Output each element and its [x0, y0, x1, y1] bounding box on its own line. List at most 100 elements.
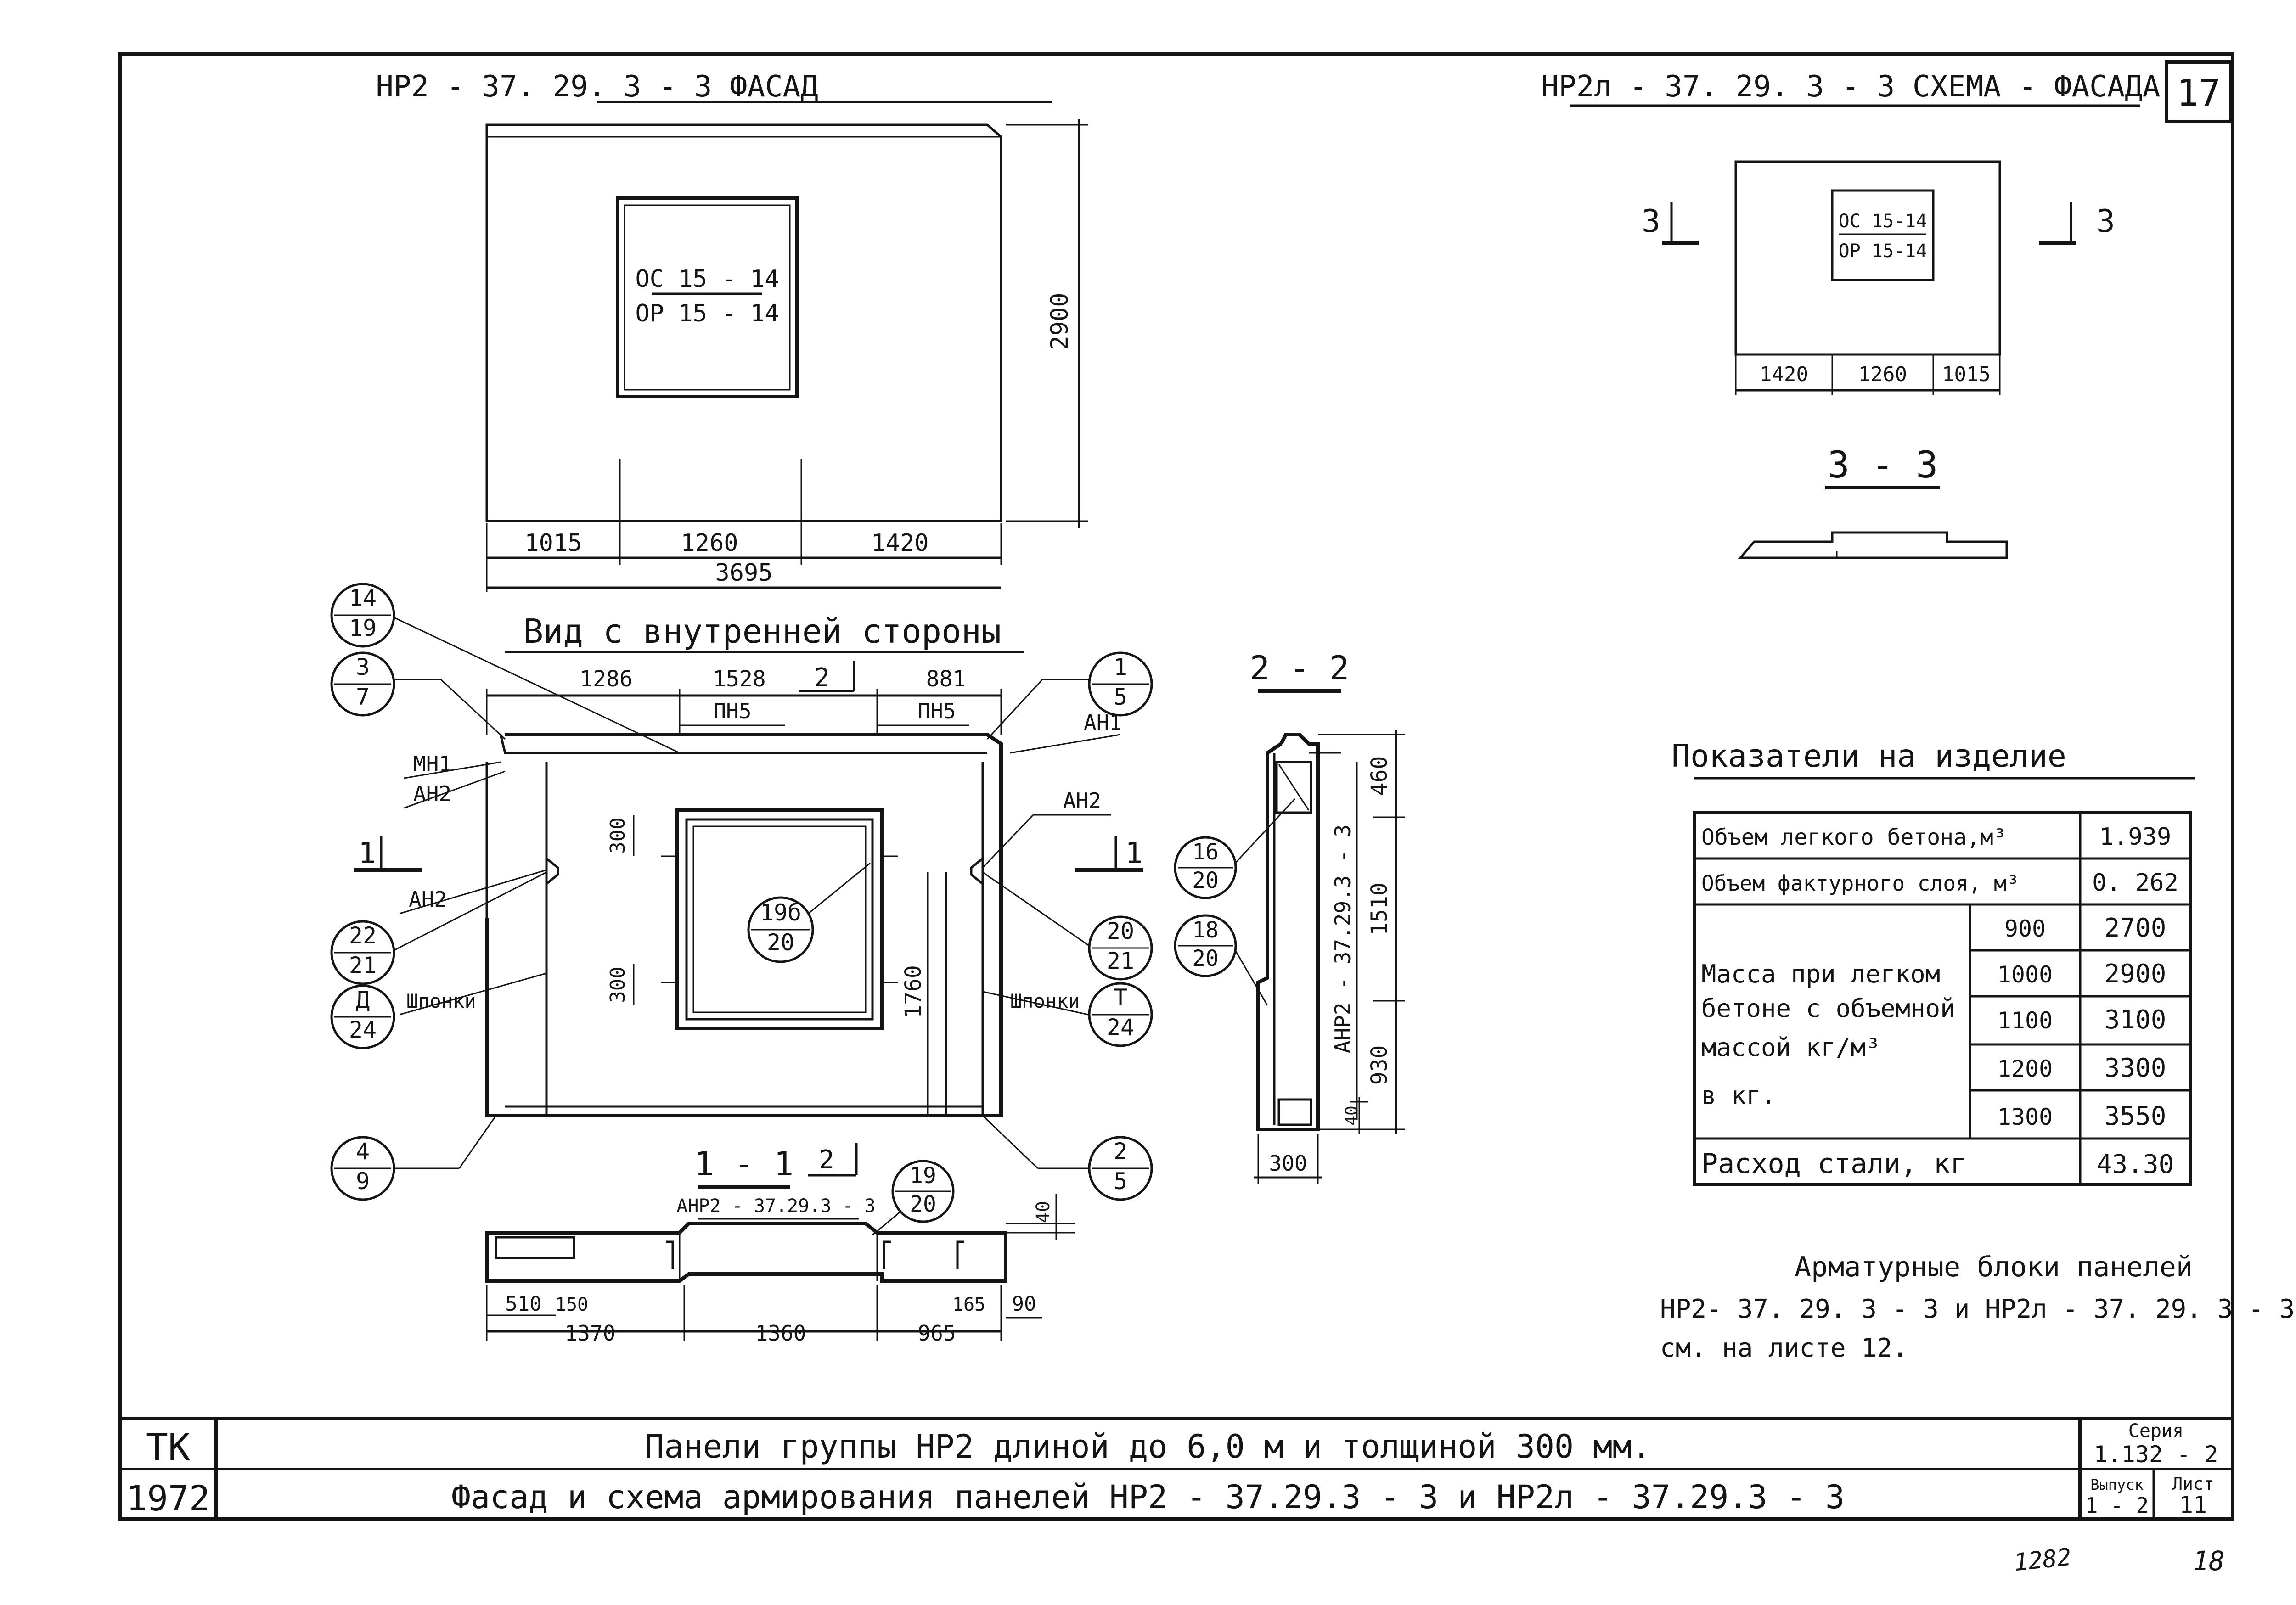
callout-1-5-top: 1: [1114, 654, 1127, 680]
inner-dim-881: 881: [926, 666, 966, 692]
section-1-1: 1 - 1 2 АНР2 - 37.29.3 - 3 40 510 150 13…: [485, 1143, 1075, 1346]
inner-pn5-right: ПН5: [917, 699, 956, 724]
inner-pn5-left: ПН5: [713, 699, 751, 724]
facade-view: НР2 - 37. 29. 3 - 3 ФАСАД ОС 15 - 14 ОР …: [376, 70, 1088, 592]
s11-callout-19-20-top: 19: [910, 1163, 936, 1189]
inner-window: [675, 808, 884, 1030]
facade-window-label-bottom: ОР 15 - 14: [635, 300, 779, 327]
mass-label-2: бетоне с объемной: [1701, 994, 1955, 1023]
callout-19b-20-bottom: 20: [767, 929, 794, 956]
s22-label: АНР2 - 37.29.3 - 3: [1330, 825, 1355, 1054]
inner-dim-1286: 1286: [580, 666, 633, 692]
facade-title: НР2 - 37. 29. 3 - 3 ФАСАД: [376, 70, 818, 104]
s22-callout-18-20-top: 18: [1192, 917, 1219, 943]
s22-callout-16-20-bottom: 20: [1192, 868, 1219, 893]
sheet-number-box: [2165, 60, 2233, 123]
label-an2-c: АН2: [1063, 788, 1101, 813]
note-line-2: НР2- 37. 29. 3 - 3 и НР2л - 37. 29. 3 - …: [1660, 1294, 2295, 1324]
facade-height-dim: 2900: [1046, 292, 1074, 350]
mass-density-1000: 1000: [1998, 961, 2053, 988]
inner-cut1-right: 1: [1125, 836, 1143, 870]
stamp-issue-label: Выпуск: [2090, 1476, 2144, 1493]
section-3-3: 3 - 3: [1738, 443, 2008, 559]
s22-dim-1510: 1510: [1367, 882, 1392, 936]
note-line-3: см. на листе 12.: [1660, 1333, 1908, 1363]
section-1-1-title: 1 - 1: [694, 1145, 794, 1183]
scheme-dim-1260: 1260: [1858, 363, 1907, 386]
callout-22-21-top: 22: [349, 922, 377, 949]
sheet-number: 17: [2177, 72, 2221, 114]
stamp-series-value: 1.132 - 2: [2094, 1441, 2218, 1468]
label-an2-b: АН2: [409, 887, 447, 912]
inner-view: Вид с внутренней стороны 1286 1528 881 П…: [330, 583, 1153, 1201]
s11-label: АНР2 - 37.29.3 - 3: [676, 1195, 875, 1217]
s11-dim-1360: 1360: [755, 1321, 806, 1346]
mass-value-1000: 2900: [2105, 959, 2167, 989]
stamp-year: 1972: [126, 1478, 210, 1519]
scheme-cut-left: 3: [1642, 203, 1660, 240]
stamp-issue-value: 1 - 2: [2085, 1493, 2149, 1518]
stamp-sheet-label: Лист: [2172, 1474, 2214, 1494]
s11-dim-965: 965: [917, 1321, 956, 1346]
steel-value: 43.30: [2097, 1150, 2174, 1179]
inner-cut1-left: 1: [358, 836, 376, 870]
callout-2-5-top: 2: [1114, 1138, 1127, 1165]
s11-dim-165: 165: [952, 1294, 985, 1315]
stamp-title-2: Фасад и схема армирования панелей НР2 - …: [451, 1478, 1845, 1516]
inner-dim-1760: 1760: [900, 965, 926, 1018]
s11-dim-1370: 1370: [565, 1321, 616, 1346]
callout-22-21-bottom: 21: [349, 952, 377, 979]
s11-cut2-label: 2: [819, 1145, 834, 1175]
section-2-2: 2 - 2 460 1510 930 40 300 АНР2 - 37.29.3…: [1174, 649, 1405, 1184]
inner-dim-300-top: 300: [606, 817, 630, 853]
inner-cut2-label: 2: [814, 663, 830, 693]
callout-2-5-bottom: 5: [1114, 1168, 1127, 1195]
mass-value-900: 2700: [2105, 913, 2167, 943]
scheme-window-top: ОС 15-14: [1839, 211, 1927, 232]
callout-14-19-top: 14: [349, 585, 377, 612]
indicators-title: Показатели на изделие: [1671, 738, 2066, 774]
s11-dim-40: 40: [1033, 1201, 1054, 1223]
mass-label-4: в кг.: [1701, 1081, 1776, 1110]
indicators-table: Показатели на изделие Объем легкого бето…: [1671, 738, 2195, 1186]
drawing-frame: [118, 52, 2234, 1521]
mass-label-3: массой кг/м³: [1701, 1033, 1880, 1062]
mass-density-1200: 1200: [1998, 1055, 2053, 1082]
s11-dim-150: 150: [555, 1294, 588, 1315]
s22-dim-460: 460: [1367, 756, 1392, 796]
section-3-3-title: 3 - 3: [1828, 443, 1938, 486]
s11-dim-510: 510: [505, 1292, 541, 1316]
stamp-sheet-value: 11: [2179, 1492, 2207, 1518]
scheme-title: НР2л - 37. 29. 3 - 3 СХЕМА - ФАСАДА: [1541, 70, 2161, 104]
facade-window-label-top: ОС 15 - 14: [635, 265, 779, 293]
mass-density-900: 900: [2004, 915, 2046, 942]
stamp-org: ТК: [146, 1426, 190, 1469]
label-shponki-left: Шпонки: [406, 990, 476, 1012]
facade-window: [616, 196, 799, 398]
scheme-dim-1420: 1420: [1760, 363, 1808, 386]
inner-dim-300-bottom: 300: [606, 966, 630, 1003]
indicator-row1-label: Объем легкого бетона,м³: [1701, 825, 2007, 850]
indicator-row1-value: 1.939: [2099, 823, 2172, 851]
callout-t-24-bottom: 24: [1107, 1014, 1134, 1041]
steel-label: Расход стали, кг: [1701, 1148, 1967, 1180]
s22-dim-930: 930: [1367, 1045, 1392, 1085]
indicator-row2-label: Объем фактурного слоя, м³: [1701, 871, 2019, 896]
mass-density-1300: 1300: [1998, 1104, 2053, 1130]
s22-dim-300: 300: [1269, 1151, 1307, 1176]
reinforcement-note: Арматурные блоки панелей НР2- 37. 29. 3 …: [1660, 1251, 2295, 1363]
s11-dim-90: 90: [1012, 1292, 1036, 1316]
inner-dim-1528: 1528: [713, 666, 766, 692]
scheme-panel: [1734, 160, 2001, 356]
label-mn1: МН1: [413, 752, 451, 776]
callout-20-21-bottom: 21: [1107, 948, 1134, 974]
section-2-2-title: 2 - 2: [1250, 649, 1350, 687]
callout-3-7-bottom: 7: [356, 684, 370, 710]
callout-4-9-bottom: 9: [356, 1168, 370, 1195]
callout-d-24-bottom: 24: [349, 1016, 377, 1043]
s22-callout-16-20-top: 16: [1192, 839, 1219, 865]
s22-callout-18-20-bottom: 20: [1192, 946, 1219, 971]
mass-value-1100: 3100: [2105, 1005, 2167, 1035]
scheme-cut-right: 3: [2096, 203, 2115, 240]
